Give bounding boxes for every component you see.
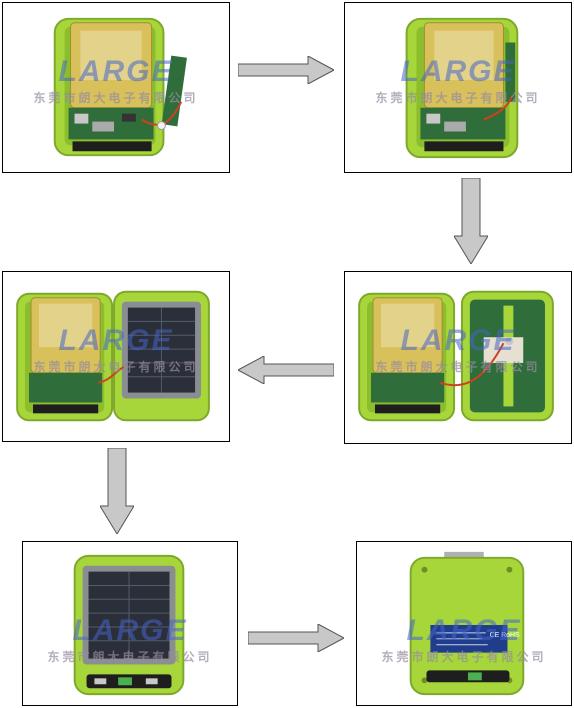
housing-with-solar-panel-cover-image (16, 290, 210, 422)
step-5-photo-frame: LARGE 东莞市朗大电子有限公司 (22, 541, 238, 706)
step-4-photo-frame: LARGE 东莞市朗大电子有限公司 (2, 271, 230, 442)
housing-with-back-cover-board-image (358, 290, 554, 422)
arrow-right-icon (248, 624, 344, 652)
step-3-photo-frame: LARGE 东莞市朗大电子有限公司 (344, 271, 572, 444)
assembled-charger-back-image: CE RoHS (409, 551, 525, 696)
assembled-charger-front-image (73, 554, 185, 696)
arrow-down-icon (454, 178, 488, 264)
arrow-right-icon (238, 56, 334, 84)
open-housing-with-battery-and-pcb-image (53, 17, 187, 157)
step-6-photo-frame: CE RoHS LARGE 东莞市朗大电子有限公司 (356, 541, 572, 706)
arrow-left-icon (238, 356, 334, 384)
arrow-down-icon (100, 448, 134, 534)
ce-mark-label: CE RoHS (490, 632, 520, 639)
step-1-photo-frame: LARGE 东莞市朗大电子有限公司 (2, 2, 230, 173)
pcb-installed-in-housing-image (405, 17, 519, 159)
step-2-photo-frame: LARGE 东莞市朗大电子有限公司 (344, 2, 572, 173)
